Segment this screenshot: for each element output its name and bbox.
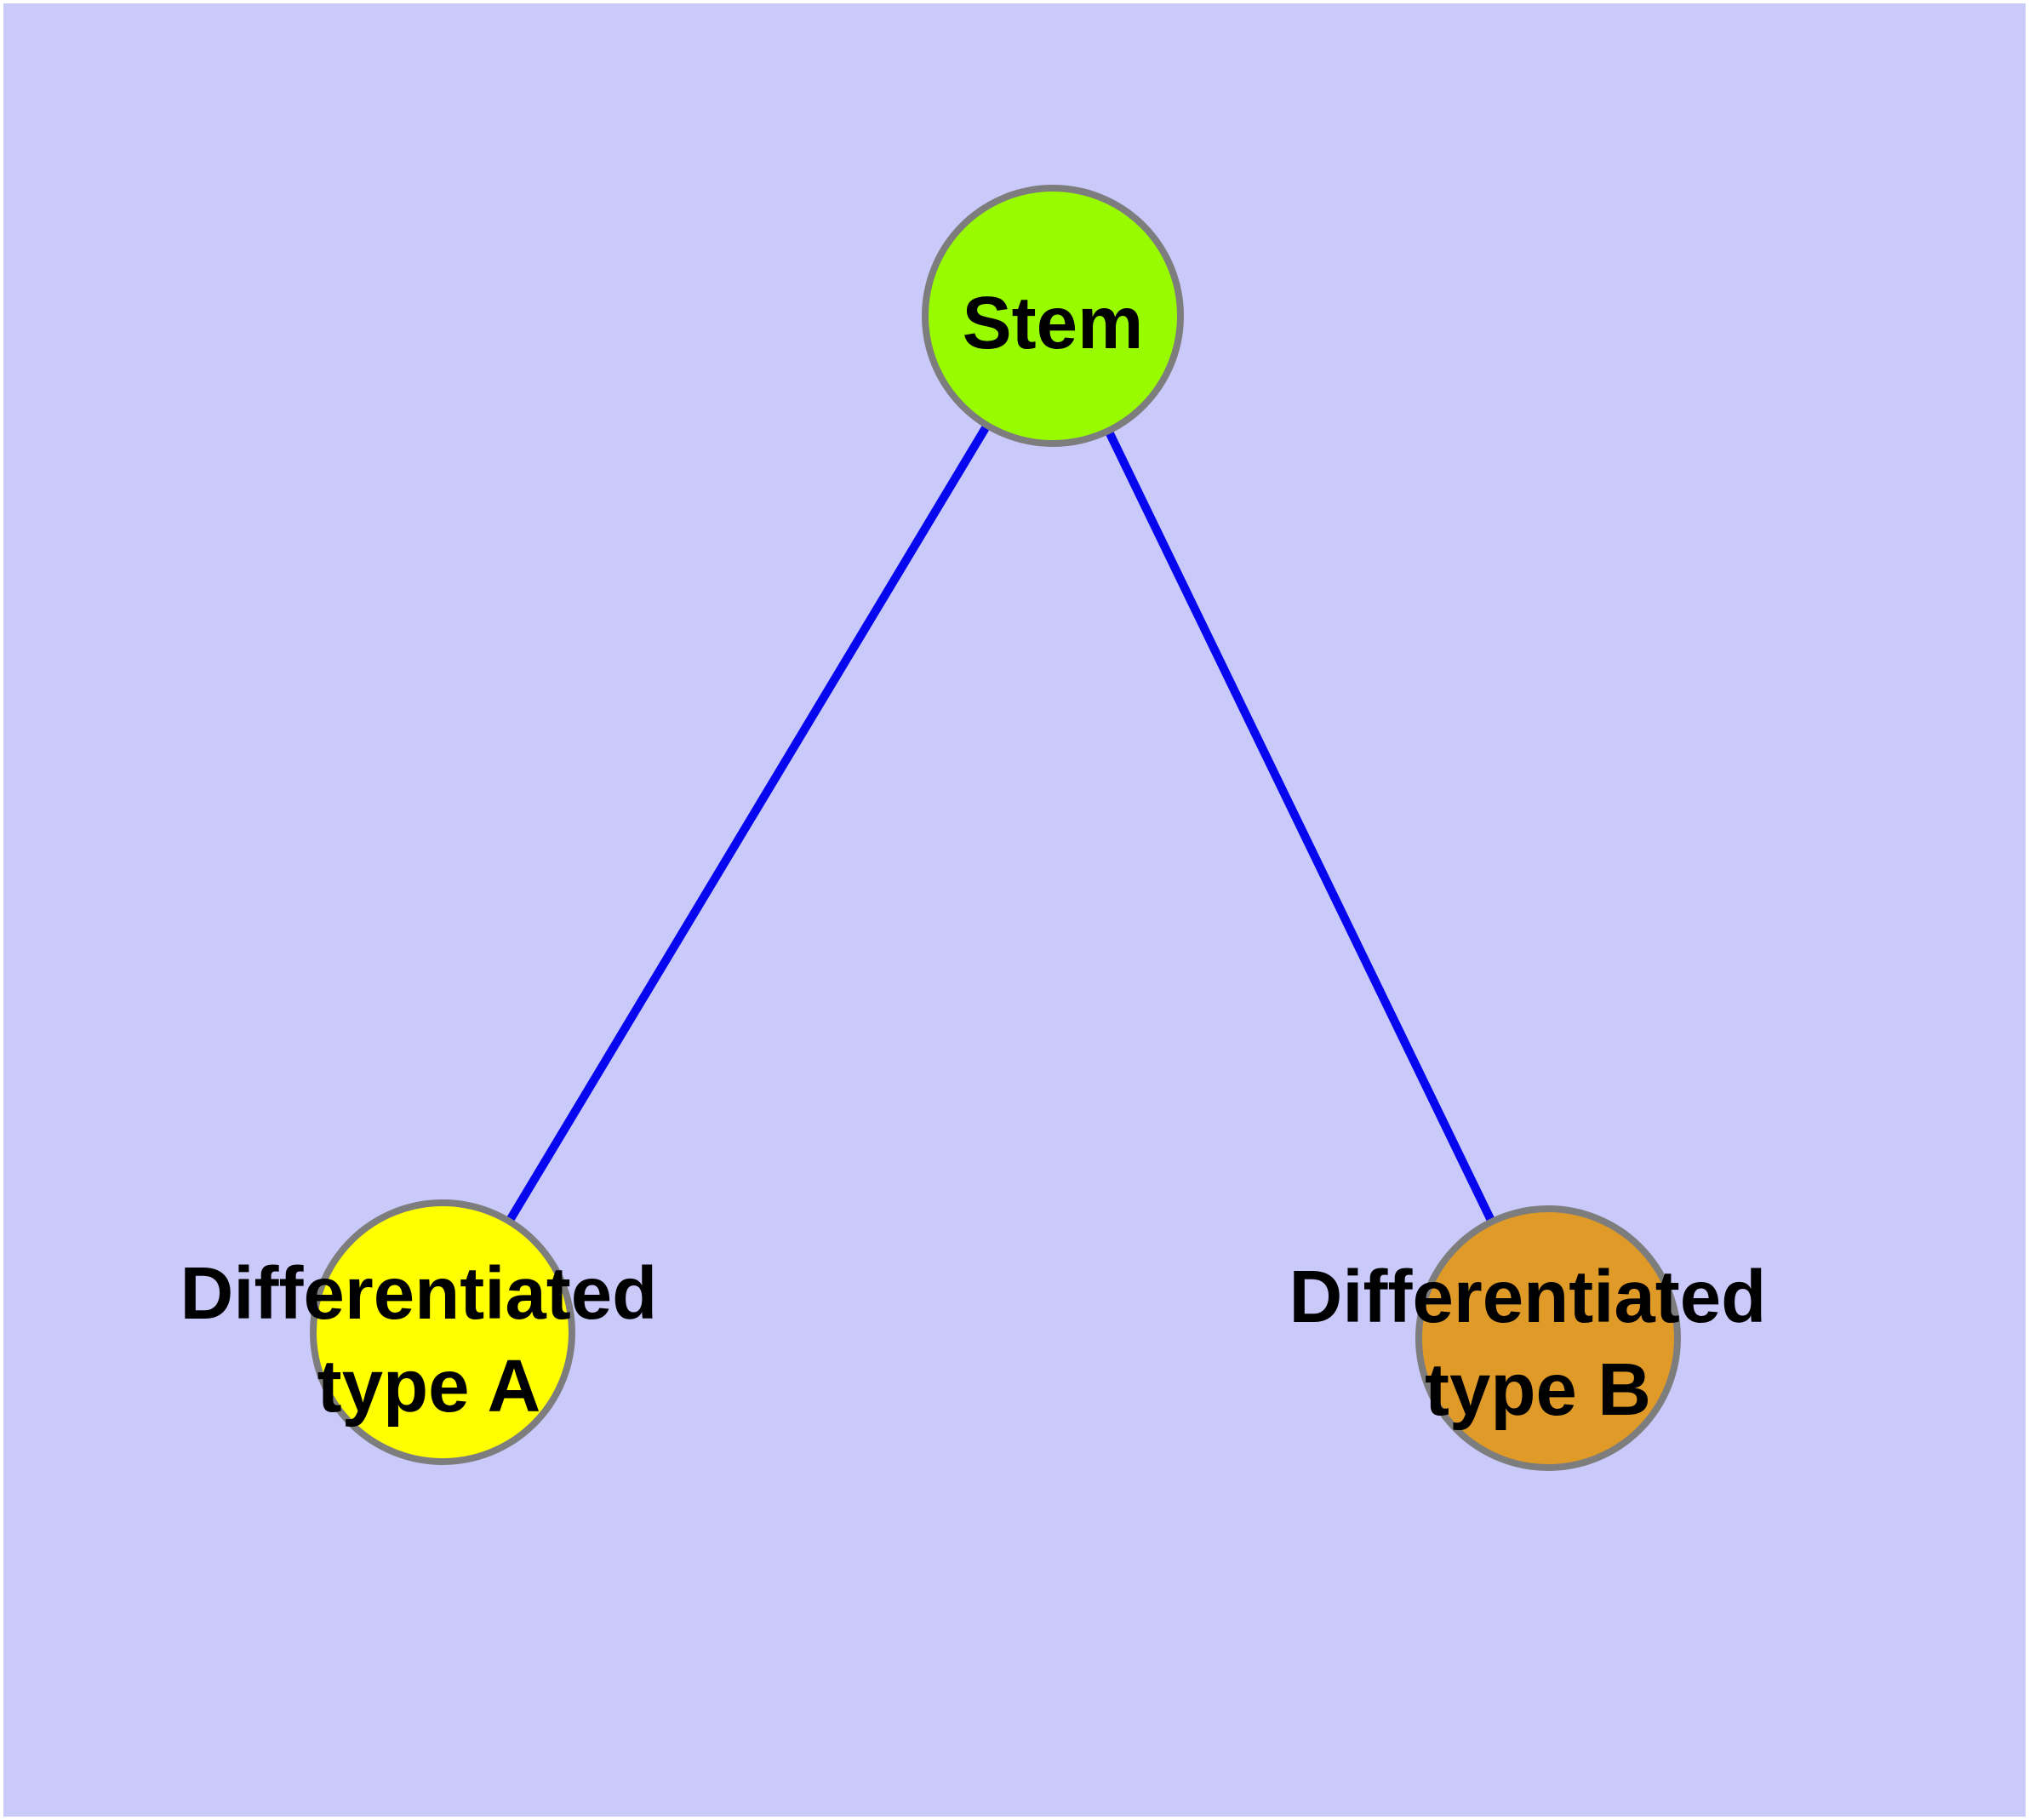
edge-stem-to-type-a xyxy=(438,313,1057,1335)
node-type-b-label-line2: type B xyxy=(1425,1348,1651,1431)
node-type-a-circle xyxy=(310,1199,575,1465)
node-type-a-label-line1: Differentiated xyxy=(180,1252,658,1335)
node-type-a-label-line2: type A xyxy=(317,1345,541,1428)
edge-stem-to-type-b xyxy=(1049,313,1552,1341)
node-stem-circle xyxy=(922,185,1184,447)
node-stem-label-line: Stem xyxy=(963,282,1144,364)
node-type-b-circle xyxy=(1415,1205,1681,1471)
node-type-b-label-line1: Differentiated xyxy=(1289,1256,1767,1338)
node-stem-label: Stem xyxy=(963,282,1144,364)
node-type-b-label: Differentiated type B xyxy=(1289,1256,1787,1431)
node-type-a-label: Differentiated type A xyxy=(180,1252,678,1428)
